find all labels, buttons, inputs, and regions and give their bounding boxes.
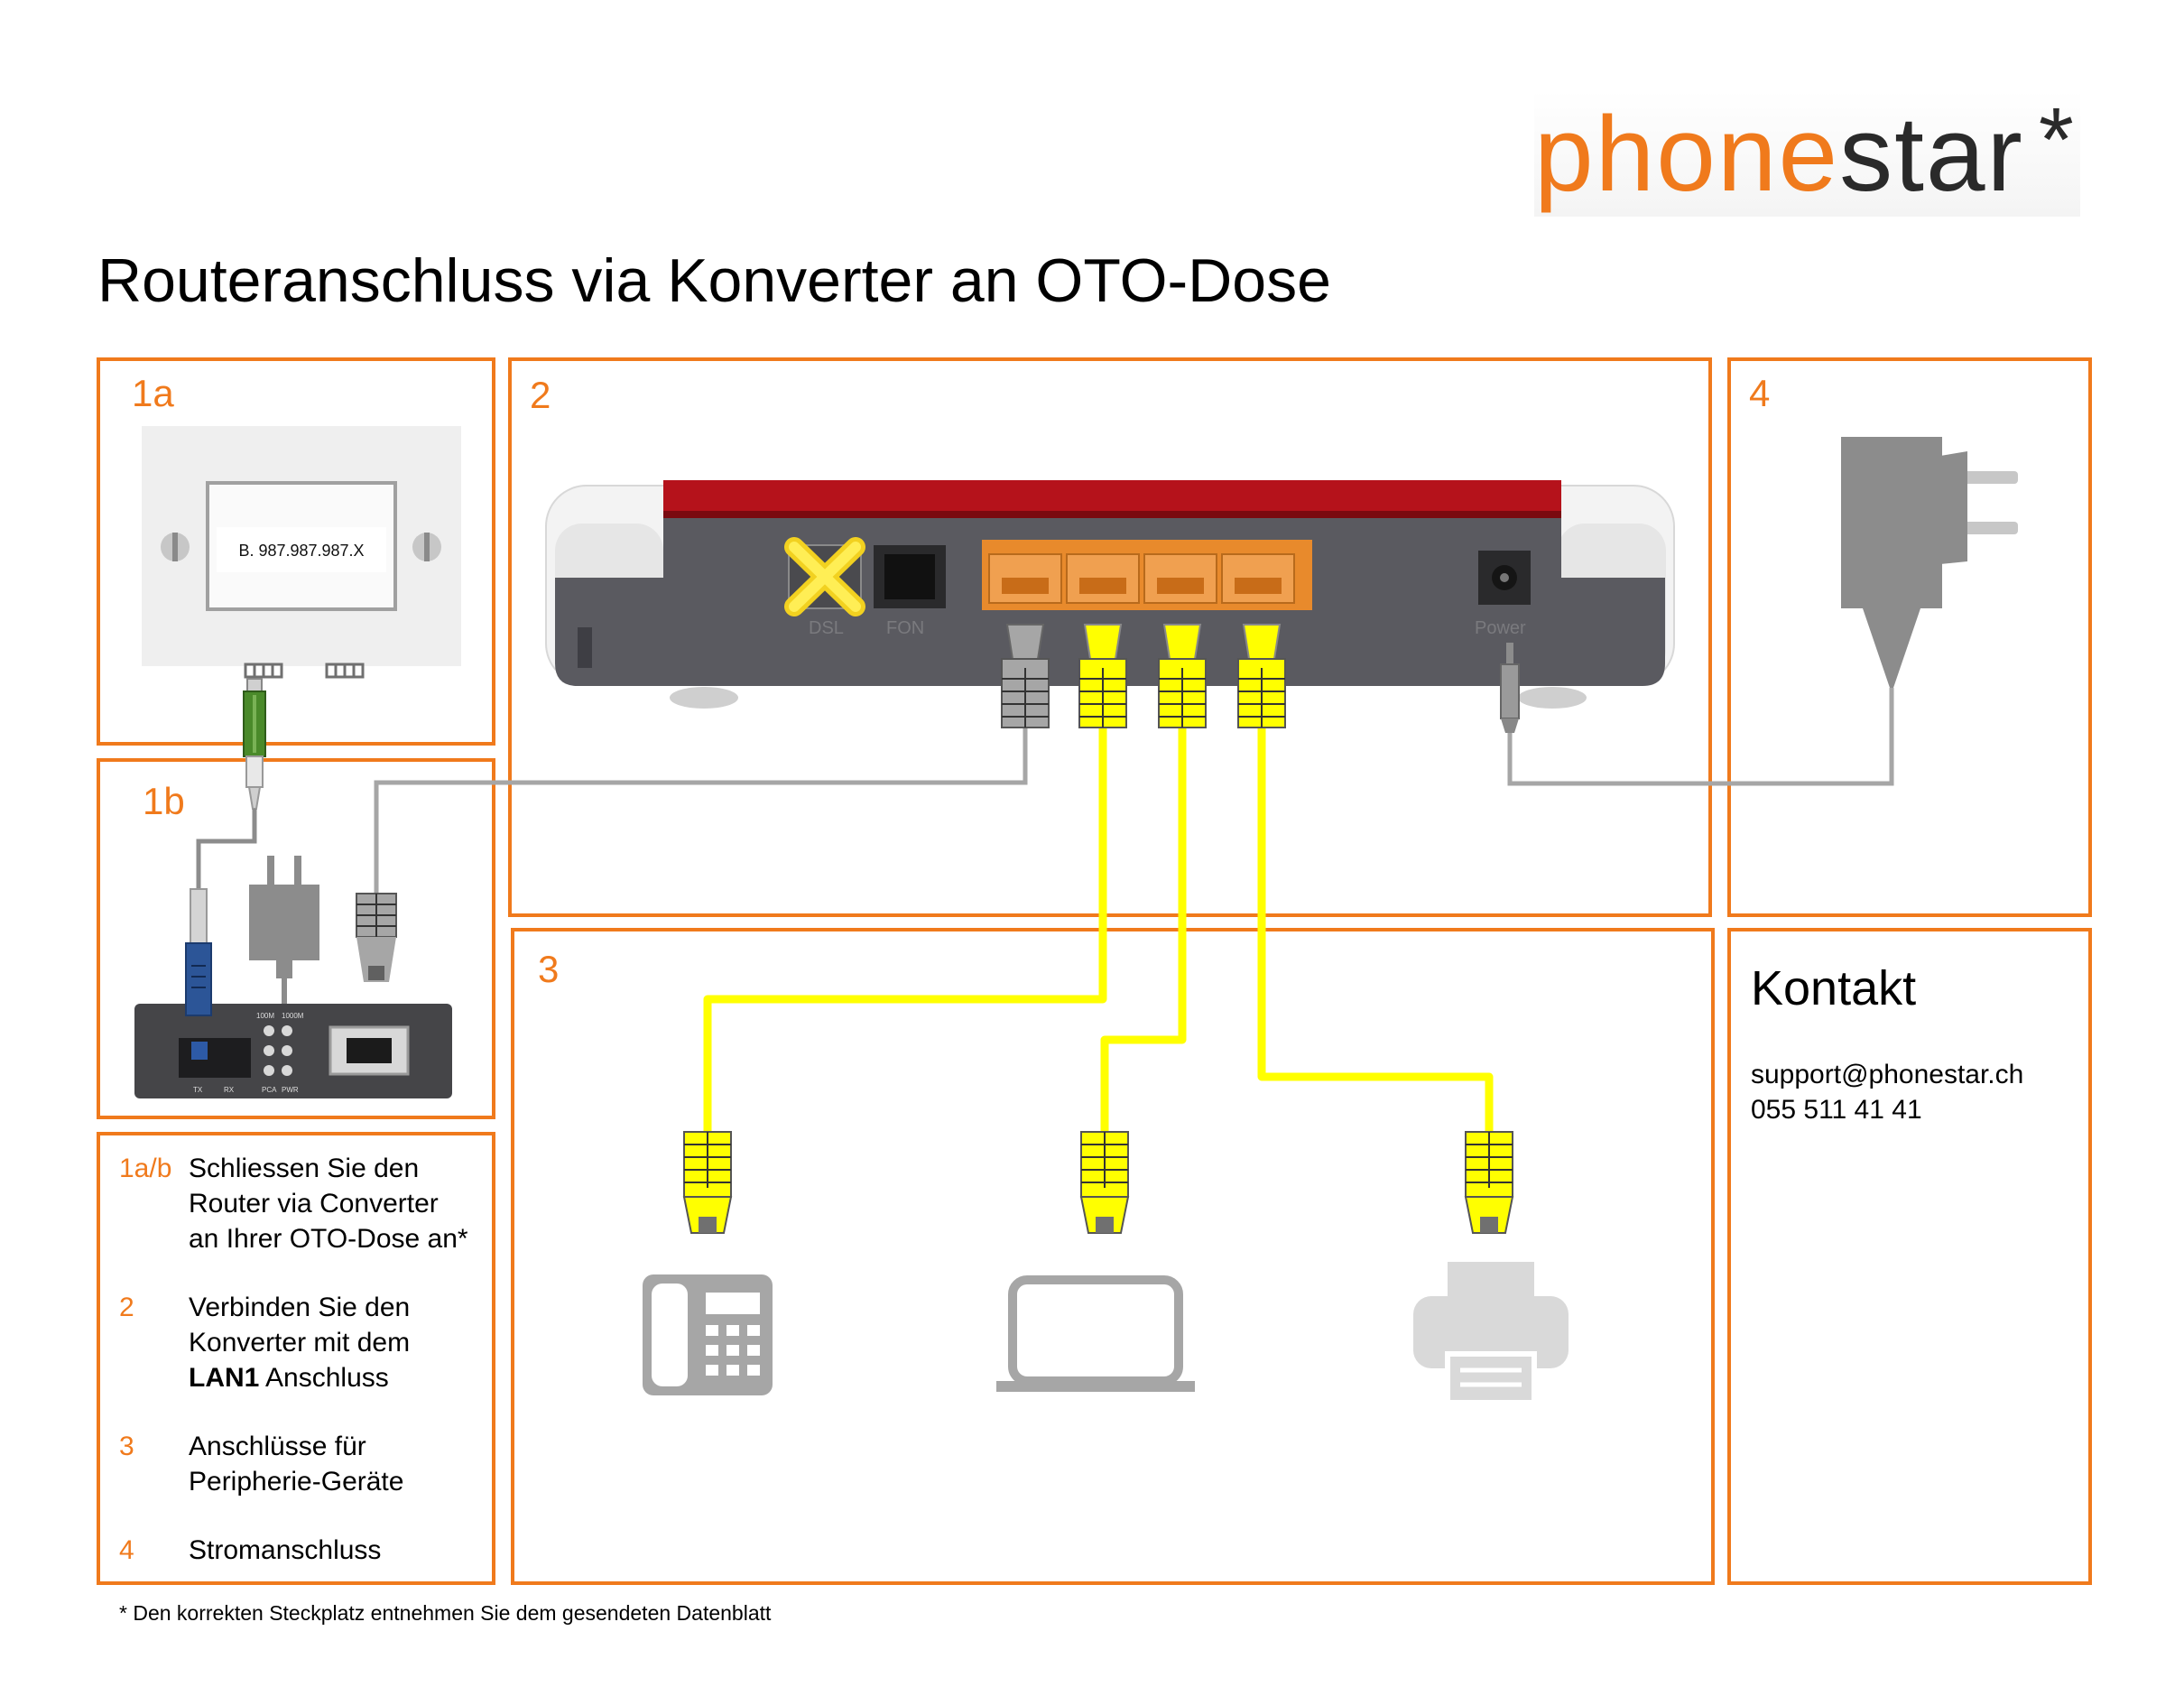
instruction-line: an Ihrer OTO-Dose an* xyxy=(189,1224,468,1254)
converter-label-100m: 100M xyxy=(256,1012,274,1020)
oto-socket: B. 987.987.987.X xyxy=(142,426,461,679)
footnote: * Den korrekten Steckplatz entnehmen Sie… xyxy=(119,1601,772,1625)
logo-part-phone: phone xyxy=(1534,95,1840,214)
panel-3 xyxy=(511,928,1715,1585)
converter-label-tx: TX xyxy=(193,1086,203,1094)
yellow-plugs-router xyxy=(1078,624,1286,728)
converter-label-pwr: PWR xyxy=(282,1086,299,1094)
instruction-line-rest: Anschluss xyxy=(259,1363,389,1393)
instruction-line: Peripherie-Geräte xyxy=(189,1467,404,1497)
router-port-label-fon: FON xyxy=(886,618,924,638)
printer-icon xyxy=(1413,1262,1569,1405)
dsl-disabled-cross-icon xyxy=(784,537,865,616)
page-title: Routeranschluss via Konverter an OTO-Dos… xyxy=(97,246,1331,315)
instruction-line: Router via Converter xyxy=(189,1189,439,1219)
panel-number-3: 3 xyxy=(538,948,560,990)
converter-label-pca: PCA xyxy=(262,1086,277,1094)
instruction-line: LAN1 Anschluss xyxy=(189,1360,389,1395)
desk-phone-icon xyxy=(643,1274,773,1395)
laptop-icon xyxy=(996,1275,1195,1392)
router-power-plug xyxy=(1500,643,1520,733)
lan1-cable-grey xyxy=(374,727,1028,894)
logo-background xyxy=(1534,90,2080,217)
instruction-key: 1a/b xyxy=(119,1154,172,1183)
panel-instructions xyxy=(97,1132,495,1585)
panel-1b xyxy=(97,758,495,1119)
phonestar-logo: phonestar* xyxy=(1534,95,2076,208)
panel-number-1a: 1a xyxy=(132,372,174,414)
fiber-connector-blue xyxy=(185,888,212,1016)
router-port-label-dsl: DSL xyxy=(809,618,844,638)
kontakt-heading: Kontakt xyxy=(1751,961,1917,1015)
panel-1a xyxy=(97,357,495,746)
converter-lan-plug xyxy=(356,893,397,982)
media-converter: 100M 1000M TX RX PCA PWR xyxy=(134,1004,452,1098)
cable-yellow-lan2 xyxy=(703,722,1107,1139)
instruction-line: Verbinden Sie den xyxy=(189,1293,411,1322)
lan1-plug-grey xyxy=(1001,624,1050,728)
converter-label-1000m: 1000M xyxy=(282,1012,304,1020)
instruction-line: Schliessen Sie den xyxy=(189,1154,420,1183)
kontakt-email-link[interactable]: support@phonestar.ch xyxy=(1751,1060,2024,1089)
instruction-key: 4 xyxy=(119,1535,134,1565)
yellow-plugs-devices xyxy=(682,1131,1514,1234)
power-cable xyxy=(1507,688,1894,786)
instruction-line: Konverter mit dem xyxy=(189,1328,411,1358)
instruction-key: 3 xyxy=(119,1432,134,1461)
fiber-connector-green xyxy=(243,678,266,810)
panel-4 xyxy=(1727,357,2092,917)
router-port-label-power: Power xyxy=(1475,618,1526,638)
cable-yellow-lan3 xyxy=(1100,722,1187,1139)
panel-2 xyxy=(508,357,1712,917)
power-adapter-icon xyxy=(1841,437,2018,688)
converter-power-plug-icon xyxy=(249,856,319,1004)
logo-asterisk: * xyxy=(2038,89,2076,190)
kontakt-phone: 055 511 41 41 xyxy=(1751,1095,1922,1125)
oto-label: B. 987.987.987.X xyxy=(238,542,364,560)
instruction-line: Anschlüsse für xyxy=(189,1432,366,1461)
panel-number-2: 2 xyxy=(530,374,551,416)
panel-number-4: 4 xyxy=(1749,372,1771,414)
logo-part-star: star xyxy=(1839,95,2024,214)
cable-yellow-lan4 xyxy=(1257,722,1494,1139)
converter-label-rx: RX xyxy=(224,1086,235,1094)
panel-number-1b: 1b xyxy=(143,780,185,822)
lan1-bold: LAN1 xyxy=(189,1363,260,1393)
instruction-line: Stromanschluss xyxy=(189,1535,382,1565)
panel-kontakt xyxy=(1727,928,2092,1585)
instruction-key: 2 xyxy=(119,1293,134,1322)
fiber-cable xyxy=(196,809,257,903)
